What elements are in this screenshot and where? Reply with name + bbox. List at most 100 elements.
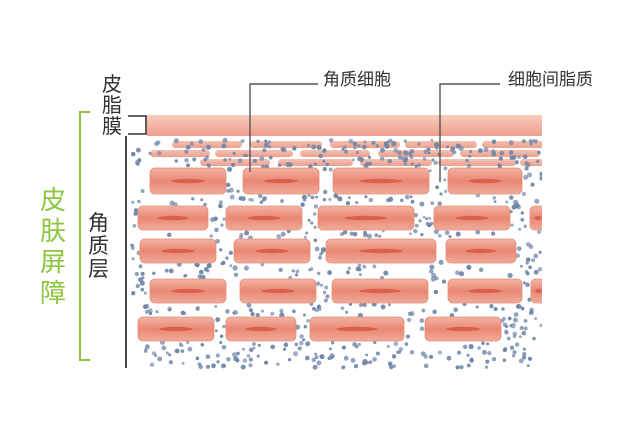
lipid-dot	[419, 318, 425, 323]
lipid-dot	[246, 302, 252, 308]
lipid-dot	[505, 200, 509, 204]
lipid-dot	[485, 359, 490, 364]
lipid-dot	[205, 364, 211, 369]
lipid-dot	[468, 154, 472, 158]
lipid-dot	[264, 360, 269, 365]
lipid-dot	[363, 140, 367, 144]
lipid-dot	[458, 271, 465, 277]
lipid-dot	[130, 290, 136, 296]
lipid-dot	[250, 198, 254, 202]
lipid-dot	[242, 347, 246, 351]
lipid-dot	[414, 164, 418, 168]
lipid-dot	[220, 261, 224, 266]
lipid-dot	[466, 363, 471, 368]
lipid-dot	[327, 356, 332, 361]
lipid-dot	[225, 256, 229, 260]
corneocyte-leader-line	[249, 83, 318, 172]
cell-nucleus	[468, 288, 502, 294]
lipid-dot	[520, 306, 525, 311]
lipid-dot	[276, 234, 282, 240]
cell-nucleus	[344, 215, 388, 221]
lipid-dot	[423, 149, 428, 154]
lipid-dot	[534, 317, 538, 320]
lipid-dot	[539, 323, 542, 328]
lipid-dot	[506, 336, 511, 341]
lipid-dot	[313, 204, 319, 209]
lipid-dot	[515, 303, 521, 309]
lipid-dot	[375, 144, 380, 148]
lipid-dot	[260, 262, 265, 267]
lipid-dot	[512, 350, 517, 355]
lipid-dot	[478, 267, 484, 273]
lipid-dot	[419, 201, 425, 207]
lipid-dot	[388, 196, 394, 202]
lipid-dot	[305, 341, 311, 347]
lipid-dot	[357, 144, 361, 148]
cell-nucleus	[245, 326, 277, 332]
lipid-dot	[532, 336, 536, 341]
lipid-dot	[240, 364, 246, 370]
lipid-dot	[371, 140, 376, 145]
lipid-dot	[328, 347, 332, 351]
lipid-dot	[223, 158, 227, 162]
lipid-dot	[352, 231, 358, 237]
lipid-dot	[358, 273, 362, 277]
lipid-dot	[522, 352, 527, 357]
lipid-dot	[362, 264, 367, 269]
lipid-dot	[409, 350, 415, 355]
lipid-dot	[357, 156, 361, 160]
lipid-dot	[456, 350, 462, 355]
lipid-dot	[520, 217, 525, 222]
lipid-dot	[514, 342, 520, 347]
lipid-dot	[179, 343, 184, 348]
lipid-dot	[355, 150, 359, 155]
lipid-dot	[328, 167, 333, 172]
lipid-dot	[475, 229, 481, 235]
lipid-dot	[200, 198, 204, 202]
cell-nucleus	[359, 178, 403, 184]
lipid-dot	[433, 229, 439, 235]
lipid-dot	[181, 361, 185, 365]
lipid-dot	[391, 141, 397, 147]
lipid-dot	[157, 150, 162, 156]
lipid-dot	[512, 317, 518, 323]
flat-cell	[405, 141, 477, 148]
lipid-dot	[197, 362, 202, 367]
lipid-dot	[130, 151, 136, 157]
lipid-dot	[504, 324, 509, 329]
lipid-dot	[295, 269, 300, 274]
lipid-dot	[402, 158, 408, 163]
lipid-dot	[139, 280, 145, 286]
lipid-dot	[340, 232, 344, 237]
lipid-dot	[404, 342, 409, 346]
lipid-dot	[318, 255, 322, 260]
lipid-dot	[363, 230, 367, 235]
lipid-dot	[416, 163, 422, 168]
lipid-dot	[526, 172, 533, 178]
lipid-dot	[365, 162, 370, 167]
lipid-dot	[417, 142, 421, 146]
lipid-dot	[246, 354, 251, 358]
lipid-dot	[219, 341, 223, 344]
lipid-dot	[357, 263, 362, 268]
lipid-dot	[449, 147, 455, 152]
lipid-dot	[140, 271, 145, 276]
lipid-dot	[397, 150, 402, 156]
lipid-dot	[143, 291, 147, 295]
lipid-dot	[230, 162, 236, 168]
lipid-dot	[423, 363, 429, 369]
lipid-dot	[465, 158, 469, 163]
lipid-dot	[343, 355, 349, 361]
lipid-dot	[521, 355, 527, 360]
lipid-dot	[133, 211, 138, 216]
lipid-dot	[222, 137, 228, 143]
lipid-dot	[372, 264, 377, 269]
lipid-dot	[144, 309, 150, 315]
cell-nucleus	[336, 326, 378, 332]
lipid-dot	[526, 364, 530, 368]
lipid-dot	[313, 238, 318, 243]
lipid-dot	[205, 354, 211, 360]
lipid-dot	[397, 350, 402, 354]
lipid-dot	[439, 192, 443, 196]
lipid-dot	[501, 307, 505, 311]
